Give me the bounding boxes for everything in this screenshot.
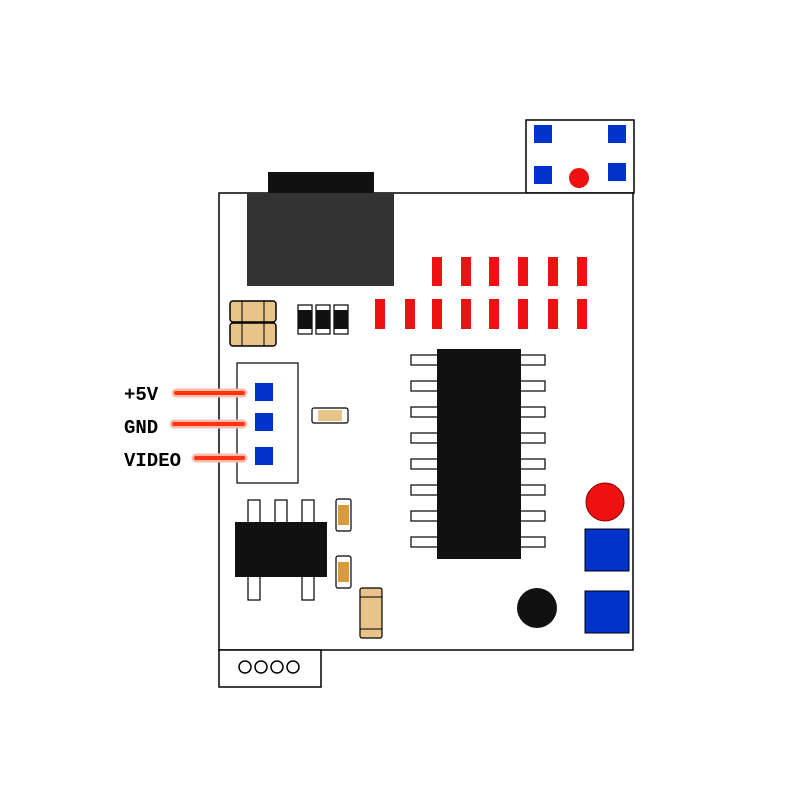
module-pad-tl	[534, 125, 552, 143]
orange-resistors	[335, 498, 352, 589]
top-right-module	[525, 119, 635, 194]
pad-5v	[255, 383, 273, 401]
vertical-capacitor	[359, 587, 383, 639]
red-led	[585, 482, 625, 522]
module-red-led	[569, 168, 589, 188]
pin-label-video: VIDEO	[124, 450, 181, 472]
sensor-block	[247, 172, 394, 286]
bottom-hole-3	[270, 660, 284, 674]
bottom-connector	[218, 649, 322, 688]
pin-label-5v: +5V	[124, 384, 159, 406]
bottom-hole-2	[254, 660, 268, 674]
voltage-regulator	[235, 499, 327, 601]
small-resistor	[311, 407, 349, 424]
black-resistors	[297, 304, 349, 335]
module-pad-tr	[608, 125, 626, 143]
module-pad-br	[608, 163, 626, 181]
red-smd-row-bottom	[375, 299, 587, 329]
module-pad-bl	[534, 166, 552, 184]
blue-button-bottom	[584, 590, 630, 634]
blue-button-top	[584, 528, 630, 572]
black-round-component	[517, 588, 557, 628]
main-ic-chip	[410, 349, 546, 559]
pin-label-gnd: GND	[124, 417, 158, 439]
bottom-hole-4	[286, 660, 300, 674]
pad-video	[255, 447, 273, 465]
bottom-hole-1	[238, 660, 252, 674]
capacitor-pair	[229, 300, 277, 347]
red-smd-row-top	[432, 257, 587, 286]
pin-wires	[169, 388, 248, 463]
pad-gnd	[255, 413, 273, 431]
